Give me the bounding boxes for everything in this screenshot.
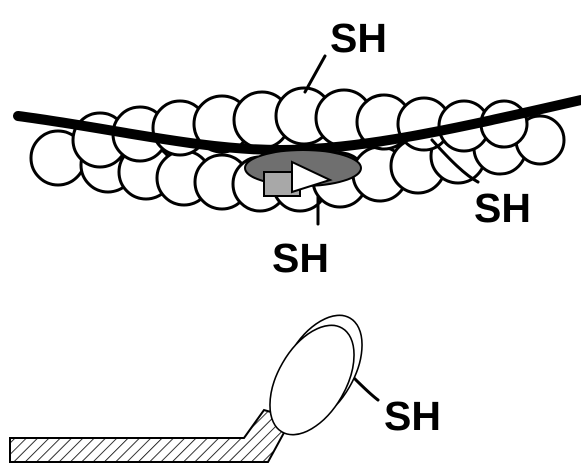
sh-label-myosin: SH (384, 393, 441, 439)
sh-label-right: SH (474, 185, 531, 231)
myosin-molecule (10, 301, 379, 462)
myosin-rod (10, 410, 292, 462)
sh-top-leader (305, 56, 325, 92)
sh-label-top: SH (330, 15, 387, 61)
sh-label-bottom: SH (272, 235, 329, 281)
sh-myosin-leader (354, 378, 378, 400)
